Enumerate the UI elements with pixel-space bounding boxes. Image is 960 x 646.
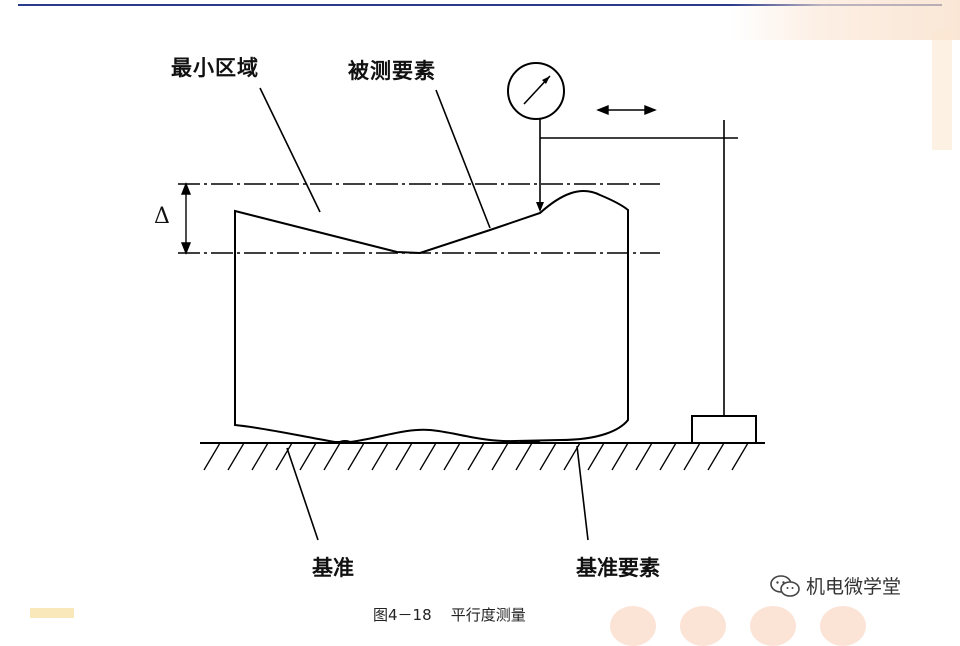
contact-point-left <box>339 440 351 444</box>
dial-gauge <box>507 62 565 120</box>
label-datum: 基准 <box>312 555 354 580</box>
label-measured-element: 被测要素 <box>348 58 436 83</box>
background-watermark <box>730 0 960 40</box>
leader-datum-element <box>576 445 589 541</box>
leader-measured <box>435 89 491 229</box>
top-rule <box>18 4 942 6</box>
ground-hatching <box>203 442 749 471</box>
dial-needle-head <box>542 76 550 84</box>
parallelism-diagram <box>178 62 765 541</box>
brand-text: 机电微学堂 <box>806 576 902 598</box>
leader-min-zone <box>259 87 321 213</box>
stand-base <box>691 415 757 444</box>
wechat-icon <box>770 574 800 597</box>
contact-point-right <box>520 440 540 444</box>
label-delta: Δ <box>154 204 170 229</box>
workpiece-outline <box>234 190 629 443</box>
figure-caption: 图4－18 平行度测量 <box>373 606 526 624</box>
label-min-zone: 最小区域 <box>171 55 259 80</box>
label-datum-element: 基准要素 <box>576 555 660 580</box>
background-watermark-side <box>932 30 952 150</box>
probe-arrow <box>536 202 544 212</box>
leader-datum <box>286 447 319 541</box>
corner-watermark <box>30 608 74 618</box>
brand-watermark: 机电微学堂 <box>770 572 901 599</box>
motion-arrow <box>596 104 657 116</box>
